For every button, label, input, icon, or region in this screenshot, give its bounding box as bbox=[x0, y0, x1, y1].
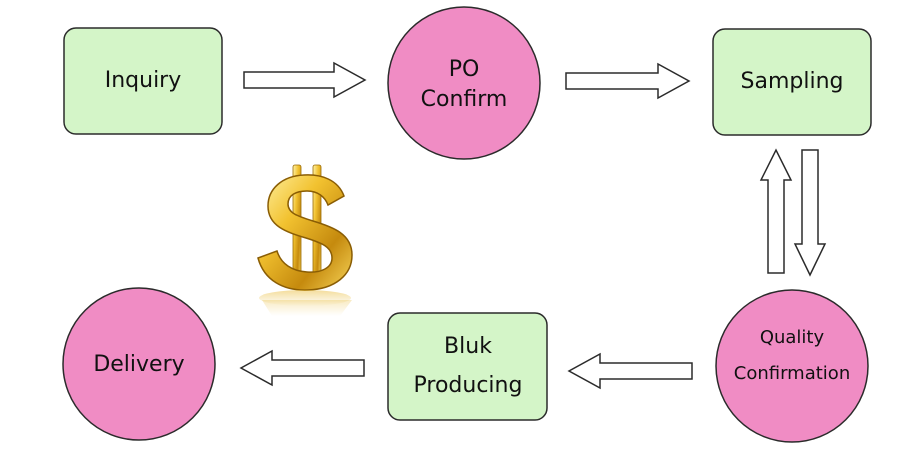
step-delivery: Delivery bbox=[62, 287, 216, 441]
arrow-left bbox=[239, 349, 365, 387]
step-bulk-producing-label-line2: Producing bbox=[414, 373, 523, 398]
step-quality-confirmation-label-line2: Confirmation bbox=[734, 363, 850, 384]
step-inquiry: Inquiry bbox=[63, 27, 223, 135]
step-po-confirm-label-line1: PO bbox=[449, 57, 480, 82]
step-bulk-producing-label-line1: Bluk bbox=[444, 334, 492, 359]
step-quality-confirmation-label-line1: Quality bbox=[760, 327, 825, 348]
step-sampling: Sampling bbox=[712, 28, 872, 136]
step-delivery-label: Delivery bbox=[93, 352, 184, 377]
arrow-up bbox=[759, 148, 793, 274]
arrow-left bbox=[567, 352, 693, 390]
step-po-confirm-label-line2: Confirm bbox=[421, 87, 508, 112]
arrow-right bbox=[243, 61, 367, 99]
arrow-right bbox=[565, 62, 691, 100]
step-po-confirm: PO Confirm bbox=[387, 6, 541, 160]
step-inquiry-label: Inquiry bbox=[105, 68, 182, 93]
step-bulk-producing: Bluk Producing bbox=[387, 312, 548, 421]
step-quality-confirmation: Quality Confirmation bbox=[715, 289, 869, 443]
step-sampling-label: Sampling bbox=[741, 69, 844, 94]
dollar-sign-icon bbox=[257, 164, 353, 316]
arrow-down bbox=[793, 149, 827, 277]
